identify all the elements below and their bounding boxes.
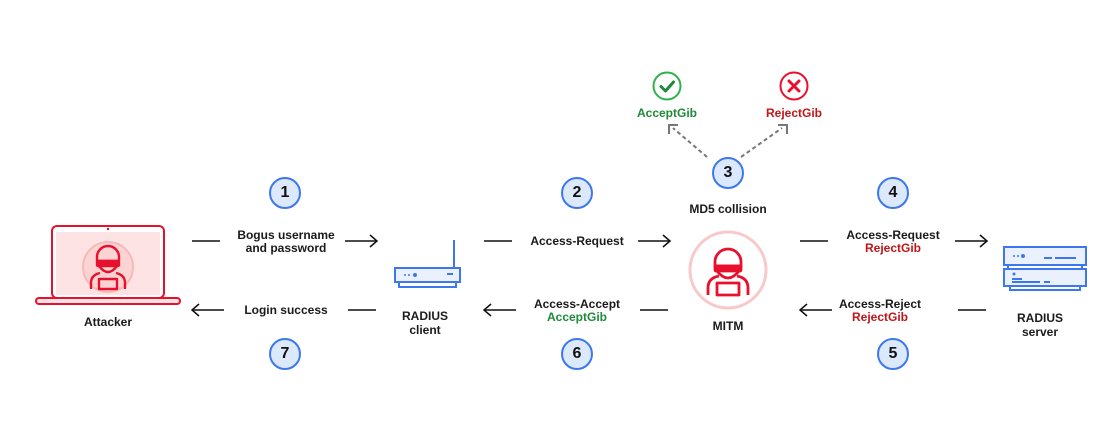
step-badge-3: 3 [712, 157, 744, 189]
radius-client-label-line1: RADIUS [401, 309, 448, 323]
step-2-label: Access-Request [530, 234, 624, 248]
attacker-label: Attacker [83, 315, 133, 329]
server-icon [1003, 246, 1087, 291]
radius-client-node: RADIUS client [385, 238, 465, 338]
step-badge-1: 1 [269, 177, 301, 209]
step-4-label-line2: RejectGib [864, 241, 921, 255]
reject-gib-label: RejectGib [765, 106, 822, 120]
arrow-left-icon [190, 303, 224, 317]
check-circle-icon [652, 71, 682, 101]
step-badge-7: 7 [269, 338, 301, 370]
step-4-label-line1: Access-Request [846, 228, 940, 242]
radius-server-label-line2: server [1021, 325, 1059, 339]
attacker-node: Attacker [35, 225, 181, 335]
step-5-label-line1: Access-Reject [838, 297, 922, 311]
step-1-line [192, 240, 220, 242]
radius-server-label-line1: RADIUS [1016, 311, 1063, 325]
step-1-label-line1: Bogus username [237, 228, 335, 242]
step-3-label: MD5 collision [689, 202, 767, 216]
step-4-line [800, 240, 828, 242]
step-7-line [348, 309, 376, 311]
step-badge-5: 5 [877, 338, 909, 370]
laptop-hacker-icon [35, 225, 181, 305]
radius-server-node: RADIUS server [1000, 243, 1092, 343]
arrow-right-icon [638, 234, 672, 248]
step-6-label-line1: Access-Accept [533, 297, 621, 311]
mitm-label: MITM [712, 319, 744, 333]
step-7-label: Login success [244, 303, 328, 317]
step-badge-4: 4 [877, 177, 909, 209]
arrow-right-icon [345, 234, 379, 248]
step-5-line [958, 309, 986, 311]
mitm-node: MITM [686, 228, 770, 333]
radius-client-label-line2: client [409, 323, 441, 337]
step-1-label-line2: and password [245, 241, 327, 255]
step-2-line [484, 240, 512, 242]
hacker-icon [688, 230, 768, 310]
router-icon [394, 240, 461, 288]
arrow-right-icon [955, 234, 989, 248]
arrow-left-icon [798, 303, 832, 317]
step-badge-6: 6 [561, 338, 593, 370]
step-badge-2: 2 [561, 177, 593, 209]
dotted-arrow-reject [740, 124, 788, 158]
step-5-label-line2: RejectGib [851, 310, 908, 324]
step-6-line [640, 309, 668, 311]
step-6-label-line2: AcceptGib [546, 310, 607, 324]
accept-gib-label: AcceptGib [636, 106, 697, 120]
x-circle-icon [779, 71, 809, 101]
arrow-left-icon [482, 303, 516, 317]
dotted-arrow-accept [668, 124, 708, 158]
